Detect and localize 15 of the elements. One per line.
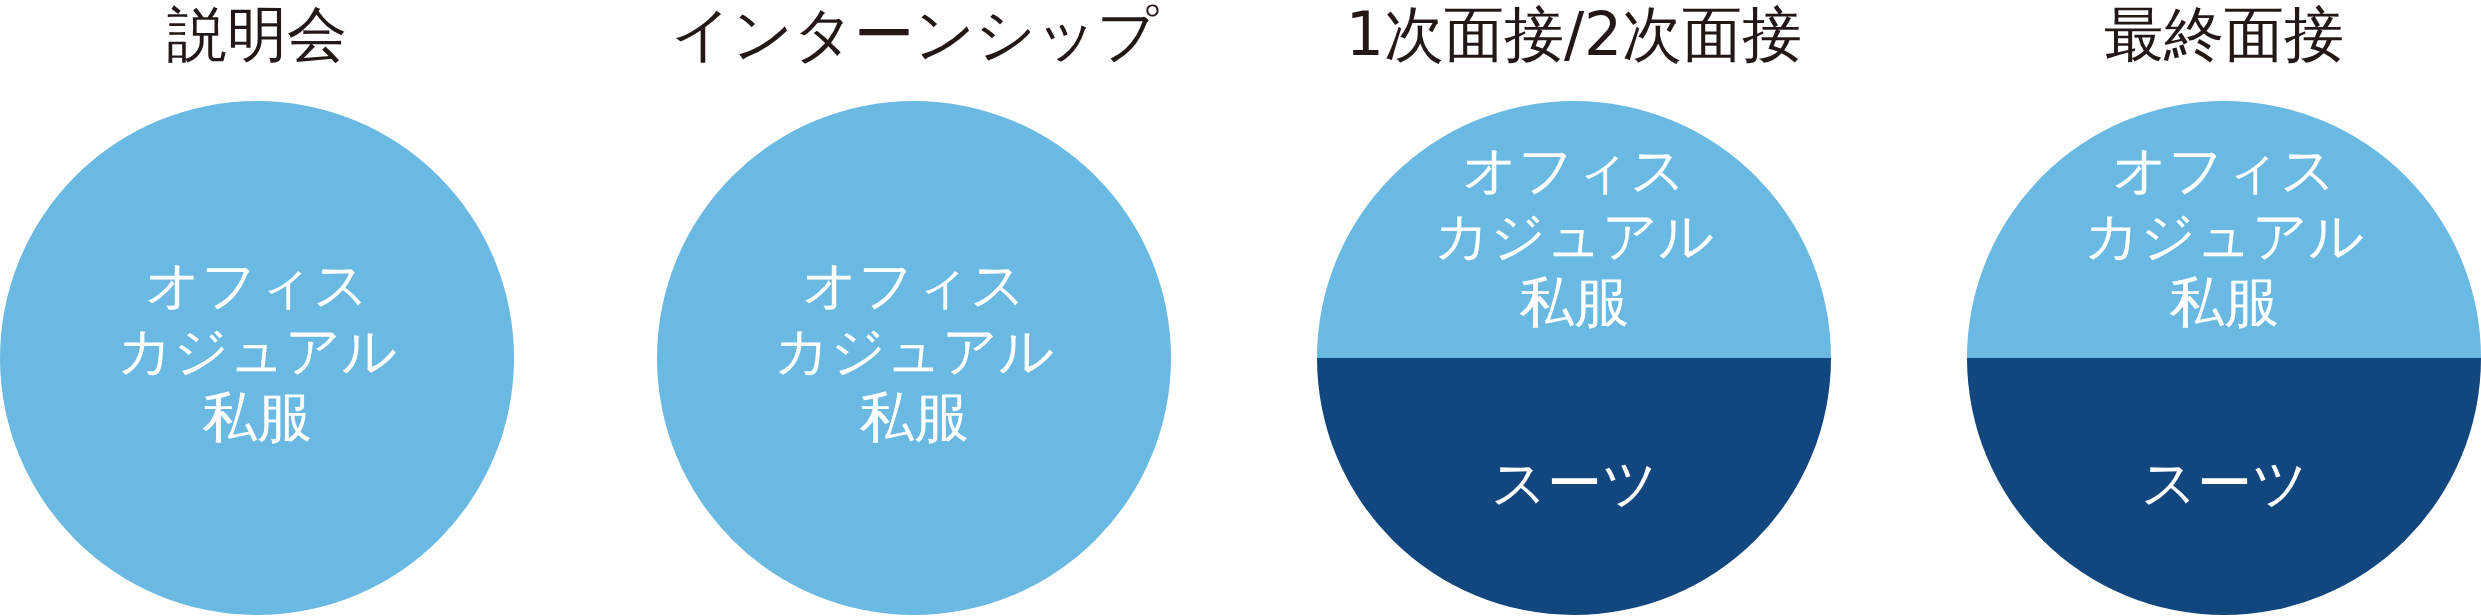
- heading: 最終面接: [2104, 0, 2344, 68]
- circle-text: 私服: [859, 384, 969, 450]
- heading: インターンシップ: [670, 0, 1158, 68]
- heading: 1次面接/2次面接: [1345, 0, 1803, 68]
- semicircle: [1967, 358, 2481, 615]
- circle-text: オフィスカジュアル: [2083, 137, 2365, 269]
- circle-text: スーツ: [1490, 450, 1658, 516]
- circle-text: スーツ: [2140, 450, 2308, 516]
- circle-text: 私服: [202, 384, 312, 450]
- circle-text: オフィスカジュアル: [116, 252, 398, 384]
- circle-text: オフィスカジュアル: [1433, 137, 1715, 269]
- circle-text: 私服: [2169, 269, 2279, 335]
- heading: 説明会: [167, 0, 347, 68]
- circle-text: オフィスカジュアル: [773, 252, 1055, 384]
- circle-text: 私服: [1519, 269, 1629, 335]
